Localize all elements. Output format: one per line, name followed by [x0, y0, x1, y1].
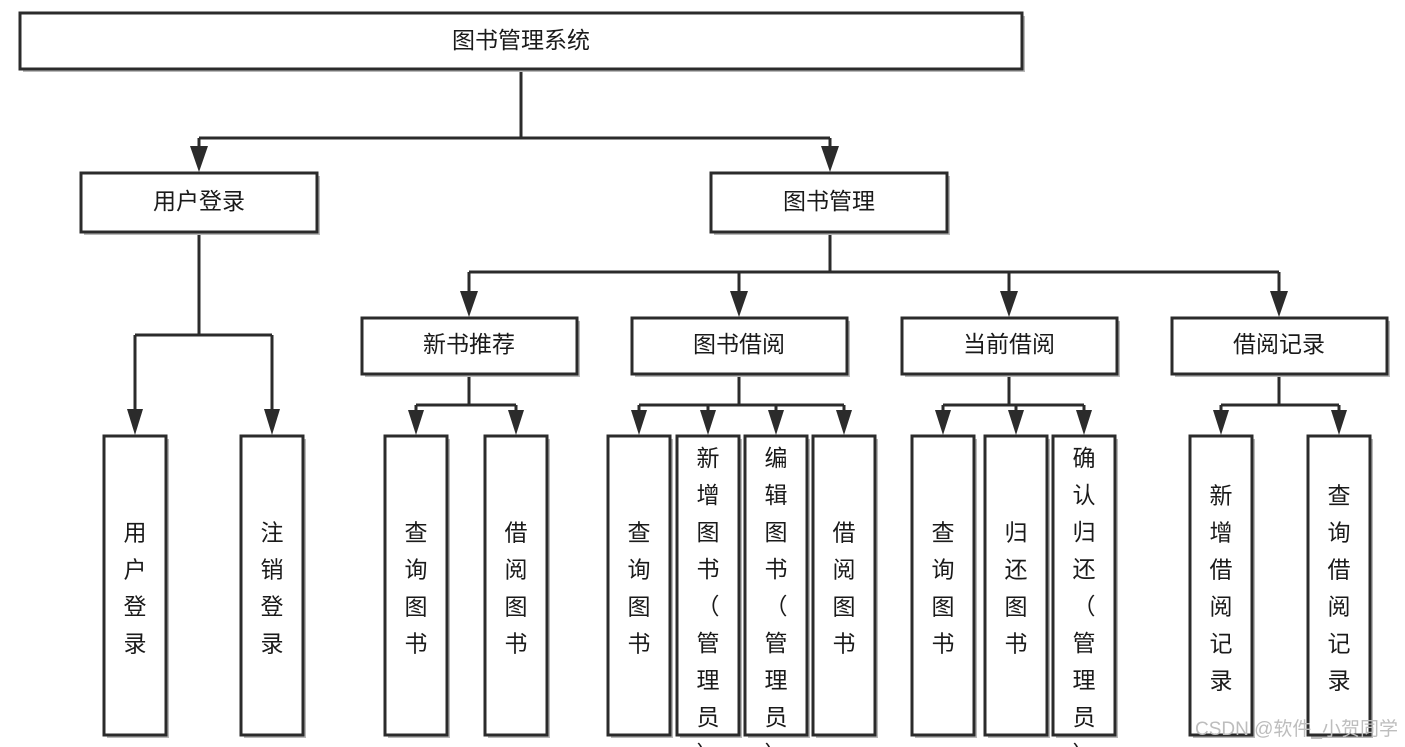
- node-leaf-query-book-recommend-rect: [383, 434, 449, 737]
- node-leaf-return-book-rect: [983, 434, 1049, 737]
- node-leaf-logout-login[interactable]: 注销登录: [239, 434, 306, 738]
- node-leaf-query-borrow-record-rect: [1306, 434, 1372, 737]
- node-leaf-edit-book-admin-rect: [743, 434, 809, 737]
- node-user-login[interactable]: 用户登录: [79, 171, 320, 235]
- node-leaf-return-book-label: 归还图书: [1005, 519, 1028, 656]
- node-leaf-confirm-return-admin[interactable]: 确认归还（管理员）: [1051, 434, 1118, 747]
- node-leaf-query-borrow-record-label: 查询借阅记录: [1328, 482, 1351, 693]
- arrowhead-user-login: [190, 146, 208, 172]
- node-leaf-user-login[interactable]: 用户登录: [102, 434, 169, 738]
- node-leaf-borrow-book-recommend-rect: [483, 434, 549, 737]
- node-book-management-rect: [709, 171, 949, 234]
- node-leaf-add-book-admin[interactable]: 新增图书（管理员）: [675, 434, 742, 747]
- arrowhead-leaf-query-book-recommend: [408, 410, 424, 435]
- node-user-login-rect: [79, 171, 319, 234]
- node-user-login-label: 用户登录: [153, 188, 245, 214]
- leaf-node-layer: 用户登录 注销登录 查询图书 借阅图书 查询图书 新增图书（管理员） 编辑图书（管理员） 借阅…: [102, 434, 1373, 747]
- node-leaf-user-login-rect: [102, 434, 168, 737]
- node-root-label: 图书管理系统: [452, 27, 590, 53]
- arrowhead-leaf-query-book-borrow: [631, 410, 647, 435]
- csdn-watermark: CSDN @软件_小贺同学: [1195, 718, 1398, 740]
- node-borrow-record-rect: [1170, 316, 1389, 376]
- node-leaf-query-book-borrow[interactable]: 查询图书: [606, 434, 673, 738]
- node-leaf-logout-login-rect: [239, 434, 305, 737]
- node-book-management-label: 图书管理: [783, 188, 875, 214]
- node-leaf-confirm-return-admin-rect: [1051, 434, 1117, 737]
- node-leaf-borrow-book[interactable]: 借阅图书: [811, 434, 878, 738]
- node-root-rect: [18, 11, 1024, 71]
- node-leaf-query-borrow-record[interactable]: 查询借阅记录: [1306, 434, 1373, 738]
- node-leaf-query-book-borrow-label: 查询图书: [628, 519, 651, 656]
- arrowhead-book-borrow: [730, 291, 748, 317]
- arrowhead-leaf-borrow-book-recommend: [508, 410, 524, 435]
- node-leaf-add-book-admin-rect: [675, 434, 741, 737]
- node-leaf-query-book-recommend-label: 查询图书: [405, 519, 428, 656]
- node-new-book-recommend-label: 新书推荐: [423, 331, 515, 357]
- node-leaf-confirm-return-admin-label: 确认归还（管理员）: [1073, 445, 1096, 747]
- arrowhead-book-management: [821, 146, 839, 172]
- node-leaf-user-login-label: 用户登录: [124, 519, 147, 656]
- arrowhead-leaf-query-borrow-record: [1331, 410, 1347, 435]
- node-borrow-record-label: 借阅记录: [1233, 331, 1325, 357]
- node-leaf-add-borrow-record-rect: [1188, 434, 1254, 737]
- node-book-management[interactable]: 图书管理: [709, 171, 950, 235]
- arrowhead-leaf-logout-login: [264, 409, 280, 435]
- node-leaf-query-book-current[interactable]: 查询图书: [910, 434, 977, 738]
- arrowhead-leaf-query-book-current: [935, 410, 951, 435]
- node-current-borrow-label: 当前借阅: [963, 331, 1055, 357]
- arrowhead-leaf-add-book-admin: [700, 410, 716, 435]
- arrowhead-borrow-record: [1270, 291, 1288, 317]
- arrowhead-current-borrow: [1000, 291, 1018, 317]
- node-leaf-edit-book-admin-label: 编辑图书（管理员）: [765, 445, 788, 747]
- node-leaf-add-book-admin-label: 新增图书（管理员）: [697, 445, 720, 747]
- node-leaf-query-book-current-rect: [910, 434, 976, 737]
- node-book-borrow[interactable]: 图书借阅: [630, 316, 850, 377]
- node-new-book-recommend-rect: [360, 316, 579, 376]
- node-leaf-query-book-recommend[interactable]: 查询图书: [383, 434, 450, 738]
- node-leaf-borrow-book-label: 借阅图书: [833, 519, 856, 656]
- node-new-book-recommend[interactable]: 新书推荐: [360, 316, 580, 377]
- node-leaf-edit-book-admin[interactable]: 编辑图书（管理员）: [743, 434, 810, 747]
- node-root[interactable]: 图书管理系统: [18, 11, 1025, 72]
- node-borrow-record[interactable]: 借阅记录: [1170, 316, 1390, 377]
- arrowhead-leaf-add-borrow-record: [1213, 410, 1229, 435]
- arrowhead-leaf-return-book: [1008, 410, 1024, 435]
- node-leaf-return-book[interactable]: 归还图书: [983, 434, 1050, 738]
- node-current-borrow[interactable]: 当前借阅: [900, 316, 1120, 377]
- arrowhead-leaf-borrow-book: [836, 410, 852, 435]
- arrowhead-leaf-user-login: [127, 409, 143, 435]
- node-leaf-borrow-book-recommend[interactable]: 借阅图书: [483, 434, 550, 738]
- node-leaf-logout-login-label: 注销登录: [261, 519, 284, 656]
- node-leaf-query-book-borrow-rect: [606, 434, 672, 737]
- node-leaf-borrow-book-recommend-label: 借阅图书: [505, 519, 528, 656]
- arrowhead-new-book-recommend: [460, 291, 478, 317]
- node-leaf-borrow-book-rect: [811, 434, 877, 737]
- arrowhead-leaf-edit-book-admin: [768, 410, 784, 435]
- arrowhead-leaf-confirm-return-admin: [1076, 410, 1092, 435]
- node-current-borrow-rect: [900, 316, 1119, 376]
- node-leaf-add-borrow-record[interactable]: 新增借阅记录: [1188, 434, 1255, 738]
- connector-layer: [127, 69, 1347, 435]
- node-leaf-query-book-current-label: 查询图书: [932, 519, 955, 656]
- node-leaf-add-borrow-record-label: 新增借阅记录: [1210, 482, 1233, 693]
- node-book-borrow-rect: [630, 316, 849, 376]
- node-book-borrow-label: 图书借阅: [693, 331, 785, 357]
